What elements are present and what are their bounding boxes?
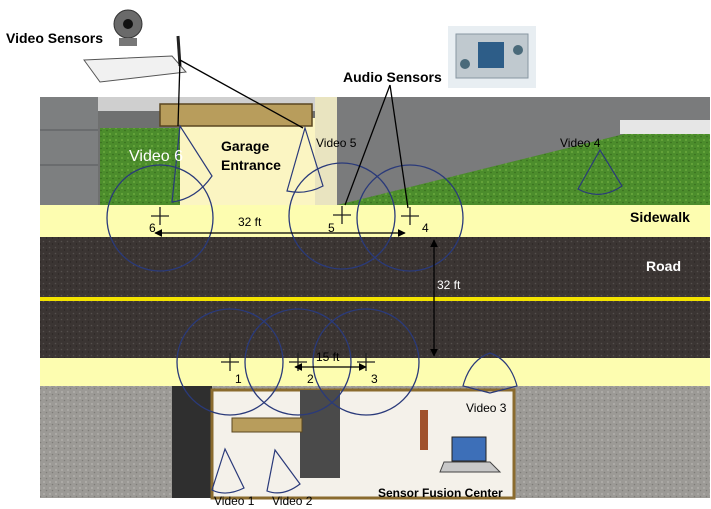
video-6-label: Video 6 — [129, 148, 183, 165]
video-2-label: Video 2 — [272, 494, 313, 508]
audio-5-range — [288, 162, 396, 270]
audio-1-label: 1 — [235, 372, 242, 386]
garage-beam — [159, 103, 313, 127]
video-5-label: Video 5 — [316, 136, 357, 150]
audio-sensors-label: Audio Sensors — [343, 69, 442, 85]
audio-5-label: 5 — [328, 221, 335, 235]
router-icon — [83, 55, 188, 83]
callout-lines — [177, 59, 409, 209]
video-2-fov — [266, 448, 301, 494]
video-1-label: Video 1 — [214, 494, 255, 508]
audio-1-marker — [221, 353, 239, 371]
sensor-fusion-center-label: Sensor Fusion Center — [378, 486, 503, 500]
dimension-arrows — [154, 229, 438, 371]
video-3-label: Video 3 — [466, 401, 507, 415]
road-width-label: 32 ft — [437, 278, 461, 292]
video-4-label: Video 4 — [560, 136, 601, 150]
near-spacing-label: 15 ft — [316, 350, 340, 364]
audio-6-marker — [151, 207, 169, 225]
audio-2-range — [244, 308, 352, 416]
audio-markers — [151, 206, 419, 371]
south-side-area — [40, 386, 710, 500]
audio-4-range — [356, 164, 464, 272]
video-3-fov — [462, 352, 518, 394]
video-sensor-device — [83, 9, 188, 83]
audio-3-label: 3 — [371, 372, 378, 386]
audio-6-label: 6 — [149, 221, 156, 235]
video-4-fov — [577, 148, 623, 195]
audio-2-label: 2 — [307, 372, 314, 386]
north-side-area — [40, 97, 710, 205]
road-label: Road — [646, 258, 681, 274]
road-center-line — [40, 297, 710, 301]
north-sidewalk — [40, 205, 710, 237]
garage-label-line2: Entrance — [221, 157, 281, 173]
video-coverage — [171, 124, 623, 494]
laptop-icon — [439, 436, 502, 473]
sidewalk-spacing-label: 32 ft — [238, 215, 262, 229]
audio-4-label: 4 — [422, 221, 429, 235]
audio-3-range — [312, 308, 420, 416]
sidewalk-label: Sidewalk — [630, 209, 690, 225]
audio-6-range — [106, 164, 214, 272]
garage-label-line1: Garage — [221, 138, 269, 154]
audio-5-marker — [333, 206, 351, 224]
video-6-fov — [171, 124, 213, 203]
audio-1-range — [176, 308, 284, 416]
video-5-fov — [286, 125, 324, 193]
video-sensors-label: Video Sensors — [6, 30, 103, 46]
video-1-fov — [211, 447, 245, 494]
audio-sensor-device — [448, 26, 536, 88]
garage-grass-left — [100, 128, 180, 205]
audio-coverage — [106, 162, 464, 416]
south-sidewalk — [40, 358, 710, 386]
audio-4-marker — [401, 207, 419, 225]
grass-slope — [337, 132, 710, 205]
